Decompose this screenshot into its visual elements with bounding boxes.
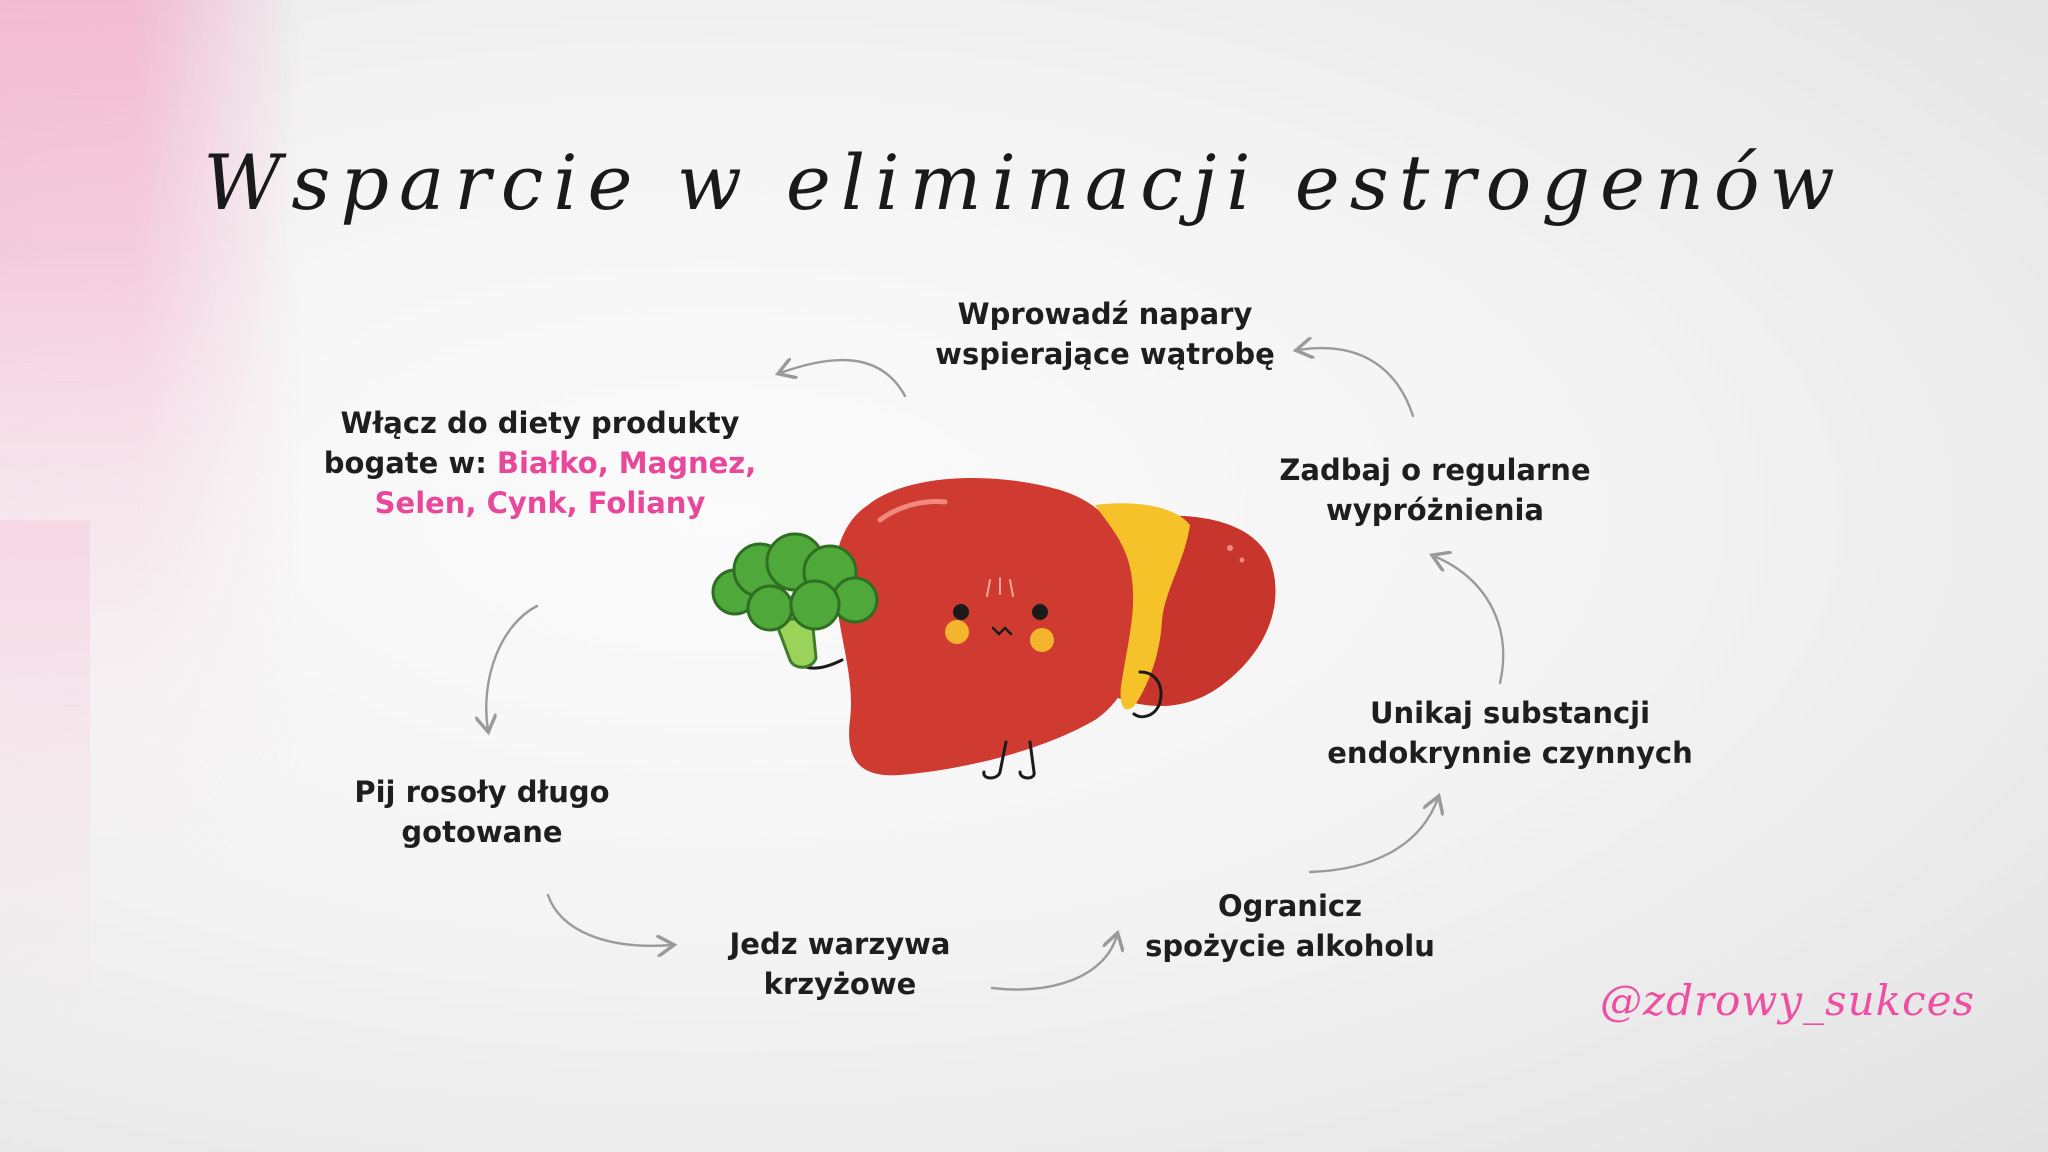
step-wyproznienia-line1: Zadbaj o regularne	[1279, 453, 1591, 487]
instagram-handle: @zdrowy_sukces	[1600, 976, 1976, 1025]
step-dieta-prefix: bogate w:	[323, 446, 497, 480]
pink-watercolor-wash	[0, 0, 300, 1050]
step-endokrynne: Unikaj substancji endokrynnie czynnych	[1300, 693, 1720, 773]
step-dieta: Włącz do diety produkty bogate w: Białko…	[300, 403, 780, 523]
step-endokrynne-line1: Unikaj substancji	[1369, 696, 1651, 730]
arrow-to-wyproz	[1434, 556, 1505, 685]
step-warzywa-line2: krzyżowe	[763, 967, 917, 1001]
arrow-to-alko	[990, 935, 1117, 991]
page-title: Wsparcie w eliminacji estrogenów	[203, 138, 1845, 227]
step-alkohol-line1: Ogranicz	[1218, 889, 1362, 923]
arrow-to-warzywa	[546, 893, 672, 946]
step-dieta-line2: bogate w: Białko, Magnez,	[300, 443, 780, 483]
arrow-to-dieta	[780, 360, 907, 398]
step-alkohol: Ogranicz spożycie alkoholu	[1120, 886, 1460, 966]
step-rosoly-line1: Pij rosoły długo	[354, 775, 610, 809]
step-warzywa-line1: Jedz warzywa	[729, 927, 951, 961]
arrow-to-rosoly	[486, 604, 539, 730]
pink-watercolor-wash-lower	[0, 520, 90, 1020]
liver-character-icon	[798, 478, 1276, 780]
step-endokrynne-line2: endokrynnie czynnych	[1327, 736, 1693, 770]
step-rosoly-line2: gotowane	[401, 815, 563, 849]
step-wyproznienia-line2: wypróżnienia	[1326, 493, 1544, 527]
step-rosoly: Pij rosoły długo gotowane	[322, 772, 642, 852]
step-napary-line2: wspierające wątrobę	[935, 337, 1275, 371]
step-dieta-nutrients-2: Selen, Cynk, Foliany	[374, 486, 706, 520]
arrow-to-endo	[1308, 798, 1438, 874]
step-dieta-line1: Włącz do diety produkty	[340, 406, 740, 440]
step-alkohol-line2: spożycie alkoholu	[1145, 929, 1435, 963]
step-dieta-nutrients-1: Białko, Magnez,	[496, 446, 757, 480]
broccoli-icon	[711, 532, 879, 669]
step-warzywa: Jedz warzywa krzyżowe	[680, 924, 1000, 1004]
arrow-to-napary	[1298, 348, 1415, 418]
step-napary: Wprowadź napary wspierające wątrobę	[905, 294, 1305, 374]
step-wyproznienia: Zadbaj o regularne wypróżnienia	[1255, 450, 1615, 530]
step-napary-line1: Wprowadź napary	[957, 297, 1253, 331]
